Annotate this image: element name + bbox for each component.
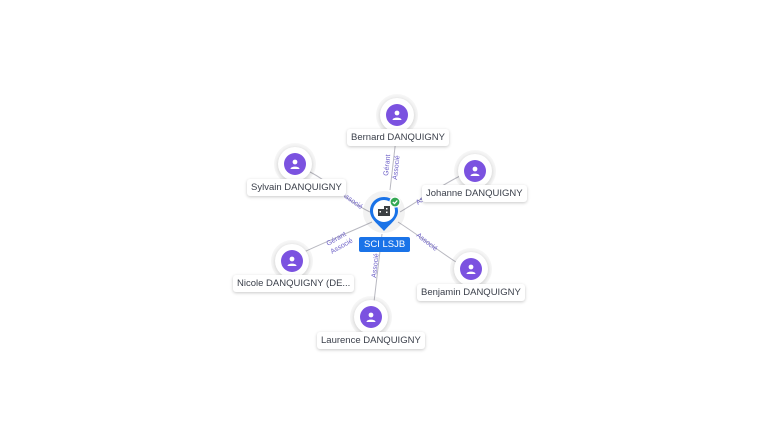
person-node-sylvain[interactable] <box>278 147 312 181</box>
person-node-johanne[interactable] <box>458 154 492 188</box>
company-label[interactable]: SCI LSJB <box>359 237 411 252</box>
person-node-benjamin[interactable] <box>454 252 488 286</box>
person-icon <box>460 258 482 280</box>
person-label-nicole[interactable]: Nicole DANQUIGNY (DE... <box>233 275 355 292</box>
person-icon <box>386 104 408 126</box>
person-label-sylvain[interactable]: Sylvain DANQUIGNY <box>247 179 346 196</box>
edge-label-bernard-1: Gérant <box>383 154 392 176</box>
person-label-johanne[interactable]: Johanne DANQUIGNY <box>422 185 527 202</box>
company-node[interactable] <box>362 190 406 234</box>
person-node-nicole[interactable] <box>275 244 309 278</box>
person-icon <box>284 153 306 175</box>
edge-label-benjamin-1: Associé <box>415 232 439 253</box>
person-label-bernard[interactable]: Bernard DANQUIGNY <box>347 129 449 146</box>
check-icon <box>389 196 401 208</box>
building-icon <box>378 206 390 216</box>
edge-label-laurence-1: Associé <box>371 253 381 278</box>
edge-benjamin <box>397 221 457 263</box>
person-icon <box>281 250 303 272</box>
person-node-bernard[interactable] <box>380 98 414 132</box>
person-icon <box>464 160 486 182</box>
edge-label-bernard-2: Associé <box>392 155 402 180</box>
person-icon <box>360 306 382 328</box>
person-label-benjamin[interactable]: Benjamin DANQUIGNY <box>417 284 525 301</box>
person-label-laurence[interactable]: Laurence DANQUIGNY <box>317 332 425 349</box>
map-pin-icon <box>363 191 405 233</box>
edge-nicole <box>303 221 373 253</box>
person-node-laurence[interactable] <box>354 300 388 334</box>
